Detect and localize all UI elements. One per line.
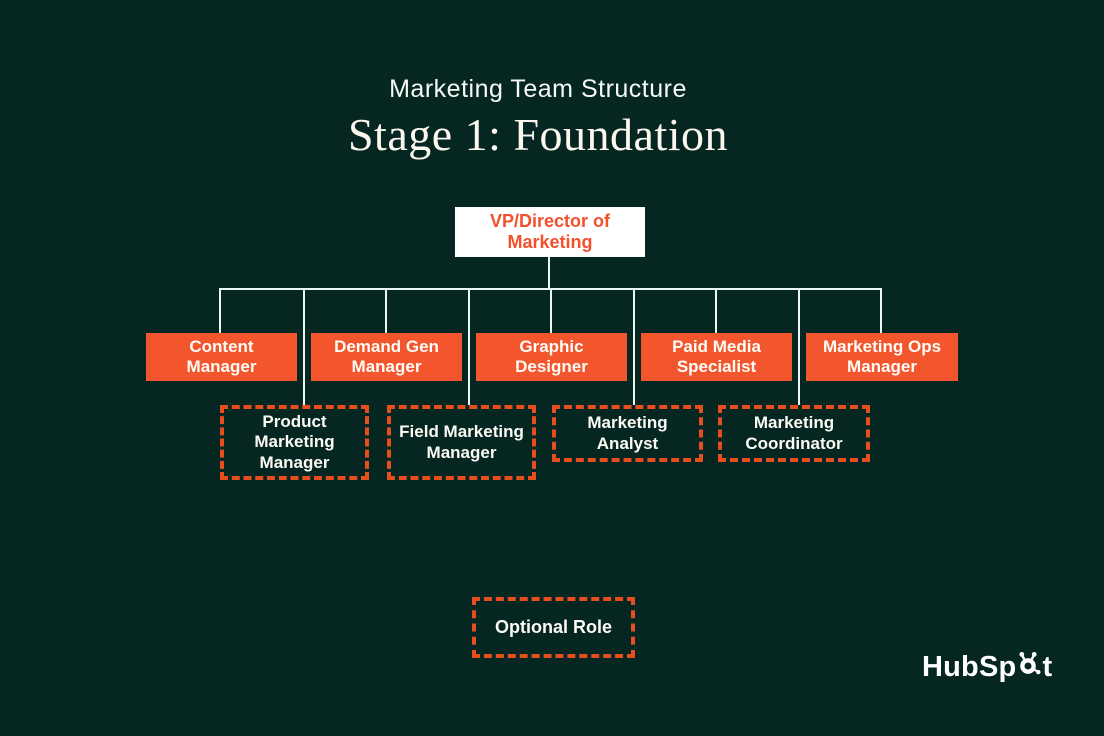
org-node-field-marketing-manager: Field Marketing Manager bbox=[387, 405, 536, 480]
org-node-marketing-coordinator: Marketing Coordinator bbox=[718, 405, 870, 462]
connector-drop-product-marketing-manager bbox=[303, 288, 305, 405]
hubspot-sprocket-icon bbox=[1019, 652, 1041, 675]
org-node-graphic-designer: Graphic Designer bbox=[476, 333, 627, 381]
org-node-product-marketing-manager: Product Marketing Manager bbox=[220, 405, 369, 480]
connector-vp-drop bbox=[548, 257, 550, 288]
org-node-label: Field Marketing Manager bbox=[399, 422, 524, 462]
org-node-label: Marketing Analyst bbox=[587, 413, 668, 453]
org-node-paid-media-specialist: Paid Media Specialist bbox=[641, 333, 792, 381]
org-node-label: Marketing Ops Manager bbox=[822, 336, 942, 376]
org-node-vp-director-of-marketing: VP/Director of Marketing bbox=[455, 207, 645, 257]
eyebrow-title: Marketing Team Structure bbox=[389, 75, 687, 103]
org-node-content-manager: Content Manager bbox=[146, 333, 297, 381]
connector-drop-marketing-ops-manager bbox=[880, 288, 882, 333]
connector-drop-demand-gen-manager bbox=[385, 288, 387, 333]
connector-drop-marketing-analyst bbox=[633, 288, 635, 405]
connector-drop-paid-media-specialist bbox=[715, 288, 717, 333]
org-node-marketing-ops-manager: Marketing Ops Manager bbox=[806, 333, 958, 381]
org-node-marketing-analyst: Marketing Analyst bbox=[552, 405, 703, 462]
org-node-label: Paid Media Specialist bbox=[672, 336, 761, 376]
org-node-label: VP/Director of Marketing bbox=[489, 210, 611, 252]
org-node-label: Marketing Coordinator bbox=[745, 413, 843, 453]
org-node-label: Content Manager bbox=[186, 336, 257, 376]
org-node-label: Graphic Designer bbox=[515, 336, 588, 376]
logo-text-right: t bbox=[1042, 651, 1053, 683]
connector-drop-graphic-designer bbox=[550, 288, 552, 333]
legend-label: Optional Role bbox=[495, 617, 612, 637]
logo-text-left: HubSp bbox=[922, 651, 1017, 683]
org-node-label: Demand Gen Manager bbox=[334, 336, 439, 376]
org-node-label: Product Marketing Manager bbox=[254, 412, 335, 472]
connector-drop-content-manager bbox=[219, 288, 221, 333]
legend-optional-role: Optional Role bbox=[472, 597, 635, 658]
connector-drop-marketing-coordinator bbox=[798, 288, 800, 405]
hubspot-logo: HubSp t bbox=[922, 646, 1052, 686]
page-title: Stage 1: Foundation bbox=[347, 109, 729, 160]
connector-drop-field-marketing-manager bbox=[468, 288, 470, 405]
org-node-demand-gen-manager: Demand Gen Manager bbox=[311, 333, 462, 381]
